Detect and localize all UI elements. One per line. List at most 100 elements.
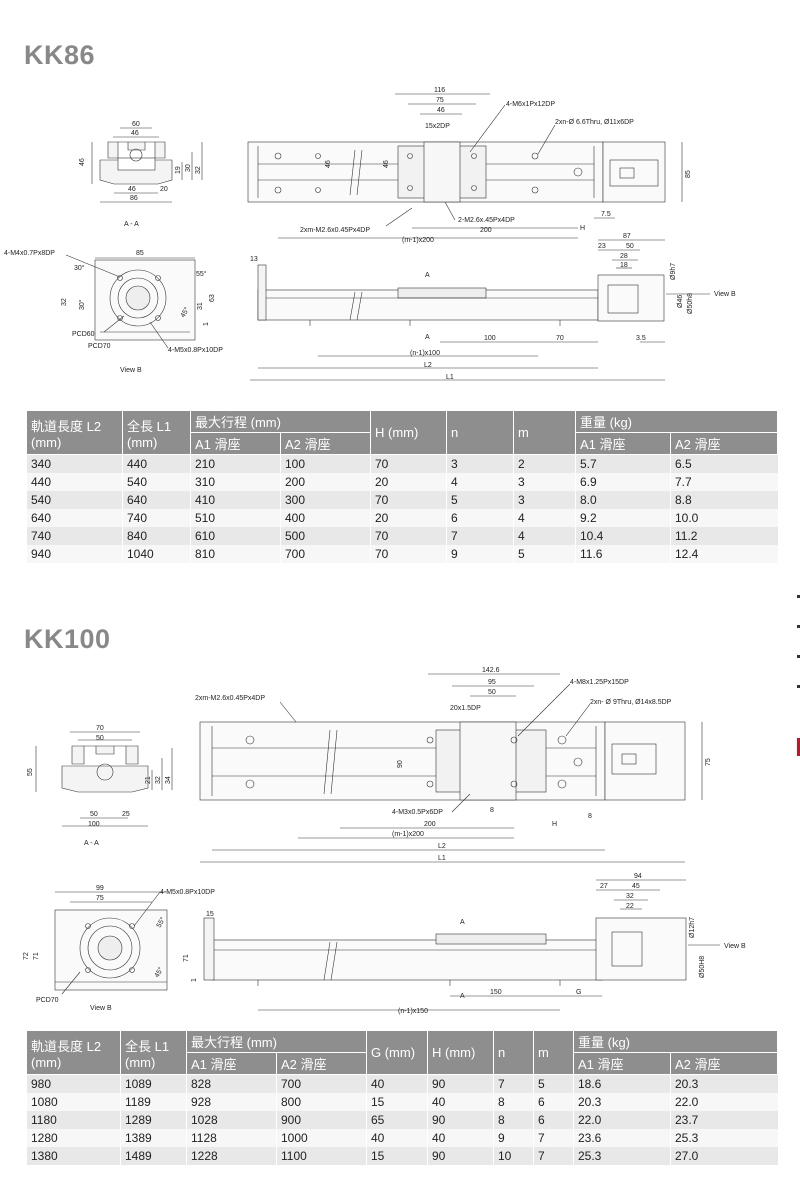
header-stroke: 最大行程 (mm) [186, 1030, 367, 1053]
table-cell: 40 [366, 1074, 428, 1093]
edge-tick [797, 625, 800, 628]
dim-9h7: Ø9h7 [670, 263, 677, 280]
kk100-plan-view [199, 721, 686, 801]
dim-200: 200 [480, 227, 492, 234]
dim-19: 19 [175, 166, 182, 174]
table-cell: 23.7 [669, 1111, 778, 1129]
dim-50-top: 50 [488, 689, 496, 696]
dim-55: 55 [27, 768, 34, 776]
table-cell: 1100 [276, 1147, 367, 1165]
section-mark-a: A [425, 272, 430, 279]
kk86-drawing: 60 46 46 19 30 32 46 20 86 A - A 116 75 … [0, 80, 800, 400]
dim-50: 50 [626, 243, 634, 250]
table-cell: 700 [276, 1074, 367, 1093]
angle-55: 55° [196, 270, 207, 278]
table-cell: 40 [427, 1093, 494, 1111]
label-view-b-arrow: View B [724, 943, 746, 950]
table-cell: 740 [122, 509, 191, 527]
table-cell: 7 [533, 1147, 574, 1165]
table-cell: 20 [370, 509, 447, 527]
table-cell: 12.4 [669, 545, 778, 563]
table-cell: 1180 [26, 1111, 121, 1129]
dim-28: 28 [620, 253, 628, 260]
header-l2: 軌道長度 L2 (mm) [26, 1030, 121, 1075]
dim-116: 116 [434, 87, 445, 94]
note-m8: 4-M8x1.25Px15DP [570, 679, 629, 686]
table-cell: 610 [190, 527, 281, 545]
note-m4: 4-M4x0.7Px8DP [4, 250, 55, 257]
label-view-b-arrow: View B [714, 291, 736, 298]
dim-3-5: 3.5 [636, 335, 646, 342]
dim-46-vertical: 46 [79, 158, 86, 166]
table-cell: 640 [26, 509, 123, 527]
dim-20x15dp: 20x1.5DP [450, 705, 481, 712]
dim-60: 60 [132, 121, 140, 128]
section-title-kk86: KK86 [24, 40, 96, 70]
header-weight-a2: A2 滑座 [669, 1052, 779, 1075]
note-m5: 4-M5x0.8Px10DP [160, 889, 215, 896]
note-xm: 2xm-M2.6x0.45Px4DP [300, 227, 370, 234]
header-m: m [533, 1030, 574, 1075]
table-cell: 4 [513, 509, 576, 527]
table-cell: 310 [190, 473, 281, 491]
angle-30-end: 30° [78, 299, 86, 310]
dim-20: 20 [160, 186, 168, 193]
table-cell: 440 [122, 454, 191, 473]
label-a-a: A - A [84, 840, 99, 847]
dim-d46: Ø46 [677, 295, 684, 308]
table-cell: 5 [513, 545, 576, 563]
dim-90: 90 [397, 760, 404, 768]
dim-50: 50 [96, 735, 104, 742]
table-cell: 4 [513, 527, 576, 545]
table-cell: 1289 [120, 1111, 187, 1129]
table-cell: 6 [533, 1093, 574, 1111]
header-g: G (mm) [366, 1030, 428, 1075]
table-cell: 90 [427, 1147, 494, 1165]
dim-94: 94 [634, 873, 642, 880]
dim-15x2dp: 15x2DP [425, 123, 450, 130]
table-cell: 5 [533, 1074, 574, 1093]
table-cell: 10.0 [669, 509, 778, 527]
header-l2: 軌道長度 L2 (mm) [26, 410, 123, 455]
table-cell: 1389 [120, 1129, 187, 1147]
dim-1-front: 1 [191, 978, 198, 982]
dim-72: 72 [23, 952, 30, 960]
dim-75: 75 [436, 97, 444, 104]
dim-g: G [576, 989, 581, 996]
table-cell: 1089 [120, 1074, 187, 1093]
table-cell: 8.8 [669, 491, 778, 509]
dim-h: H [552, 821, 557, 828]
page-edge-marks [797, 595, 800, 715]
table-cell: 840 [122, 527, 191, 545]
label-pcd70: PCD70 [36, 997, 59, 1004]
table-cell: 3 [513, 491, 576, 509]
table-cell: 540 [26, 491, 123, 509]
header-weight: 重量 (kg) [574, 410, 779, 433]
dim-l1: L1 [446, 374, 454, 381]
label-view-b: View B [90, 1005, 112, 1012]
table-cell: 440 [26, 473, 123, 491]
kk100-spec-table: 軌道長度 L2 (mm) 全長 L1 (mm) 最大行程 (mm) G (mm)… [26, 1030, 779, 1165]
angle-30: 30° [74, 264, 85, 272]
dim-45: 45 [632, 883, 640, 890]
table-cell: 8 [493, 1111, 534, 1129]
table-cell: 410 [190, 491, 281, 509]
header-n: n [446, 410, 514, 455]
label-view-b: View B [120, 367, 142, 374]
table-cell: 800 [276, 1093, 367, 1111]
table-cell: 980 [26, 1074, 121, 1093]
table-cell: 18.6 [573, 1074, 671, 1093]
dim-l2: L2 [424, 362, 432, 369]
table-cell: 70 [370, 454, 447, 473]
dim-70: 70 [96, 725, 104, 732]
header-stroke: 最大行程 (mm) [190, 410, 371, 433]
table-cell: 1000 [276, 1129, 367, 1147]
table-cell: 740 [26, 527, 123, 545]
dim-15: 15 [206, 911, 214, 918]
kk100-end-view [54, 909, 168, 991]
